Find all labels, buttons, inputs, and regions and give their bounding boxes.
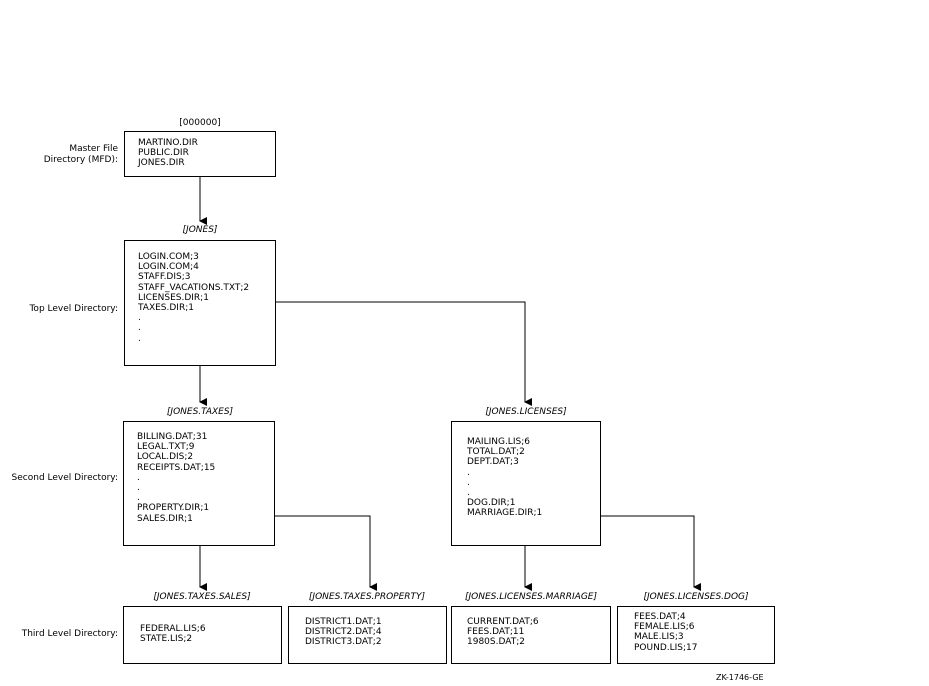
file-entry: FEDERAL.LIS;6 bbox=[140, 624, 206, 634]
file-entry: . bbox=[467, 467, 470, 478]
box-title-taxes: [JONES.TAXES] bbox=[166, 407, 234, 417]
file-entry: FEMALE.LIS;6 bbox=[634, 622, 695, 633]
file-entry: STAFF.DIS;3 bbox=[138, 272, 191, 283]
file-entry: MALE.LIS;3 bbox=[634, 632, 684, 643]
file-entry: JONES.DIR bbox=[138, 158, 185, 169]
level-label-second: Second Level Directory: bbox=[11, 473, 118, 483]
file-entry: DISTRICT1.DAT;1 bbox=[305, 617, 382, 627]
file-entry: LOGIN.COM;3 bbox=[138, 252, 199, 262]
file-entry: BILLING.DAT;31 bbox=[137, 432, 208, 442]
level-label-third: Third Level Directory: bbox=[21, 629, 118, 639]
file-entry: . bbox=[138, 313, 141, 324]
file-entry: . bbox=[138, 333, 141, 344]
file-entry: DISTRICT2.DAT;4 bbox=[305, 627, 382, 638]
file-entry: STATE.LIS;2 bbox=[140, 634, 193, 645]
file-entry: FEES.DAT;4 bbox=[634, 612, 686, 622]
file-entry: CURRENT.DAT;6 bbox=[467, 617, 539, 627]
file-entry: LOGIN.COM;4 bbox=[138, 262, 199, 273]
file-entry: LOCAL.DIS;2 bbox=[137, 452, 194, 463]
file-entry: STAFF_VACATIONS.TXT;2 bbox=[138, 282, 250, 293]
file-entry: . bbox=[137, 493, 140, 504]
box-title-licenses: [JONES.LICENSES] bbox=[485, 407, 567, 417]
file-entry: DOG.DIR;1 bbox=[467, 498, 516, 509]
file-entry: . bbox=[467, 477, 470, 488]
box-title-dog: [JONES.LICENSES.DOG] bbox=[643, 592, 749, 602]
connector-licenses-to-dog bbox=[583, 515, 701, 591]
file-entry: . bbox=[138, 323, 141, 334]
box-title-mfd: [000000] bbox=[179, 118, 221, 128]
file-entry: TAXES.DIR;1 bbox=[138, 303, 194, 314]
file-entry: DEPT.DAT;3 bbox=[467, 457, 519, 468]
file-entry: MAILING.LIS;6 bbox=[467, 437, 530, 447]
figure-id: ZK-1746-GE bbox=[716, 673, 764, 682]
box-title-sales: [JONES.TAXES.SALES] bbox=[153, 592, 251, 602]
file-entry: DISTRICT3.DAT;2 bbox=[305, 637, 382, 648]
file-entry: . bbox=[467, 488, 470, 499]
box-title-marriage: [JONES.LICENSES.MARRIAGE] bbox=[465, 592, 597, 602]
file-entry: 1980S.DAT;2 bbox=[467, 637, 525, 648]
file-entry: SALES.DIR;1 bbox=[137, 513, 193, 524]
file-entry: PROPERTY.DIR;1 bbox=[137, 503, 210, 514]
box-title-property: [JONES.TAXES.PROPERTY] bbox=[308, 592, 426, 602]
connector-jones-to-licenses bbox=[265, 301, 532, 406]
file-entry: RECEIPTS.DAT;15 bbox=[137, 462, 216, 473]
file-entry: . bbox=[137, 472, 140, 483]
file-entry: LICENSES.DIR;1 bbox=[138, 292, 209, 303]
file-entry: MARRIAGE.DIR;1 bbox=[467, 508, 543, 519]
file-entry: . bbox=[137, 483, 140, 494]
level-label-mfd: Master File Directory (MFD): bbox=[43, 144, 118, 165]
level-label-top: Top Level Directory: bbox=[29, 304, 118, 314]
file-entry: FEES.DAT;11 bbox=[467, 627, 525, 638]
file-entry: MARTINO.DIR bbox=[138, 138, 198, 148]
file-entry: PUBLIC.DIR bbox=[138, 148, 189, 159]
file-entry: LEGAL.TXT;9 bbox=[137, 442, 195, 453]
file-entry: POUND.LIS;17 bbox=[634, 642, 698, 653]
box-title-jones: [JONES] bbox=[182, 225, 218, 235]
file-entry: TOTAL.DAT;2 bbox=[467, 447, 525, 458]
connector-taxes-to-property bbox=[258, 515, 377, 591]
